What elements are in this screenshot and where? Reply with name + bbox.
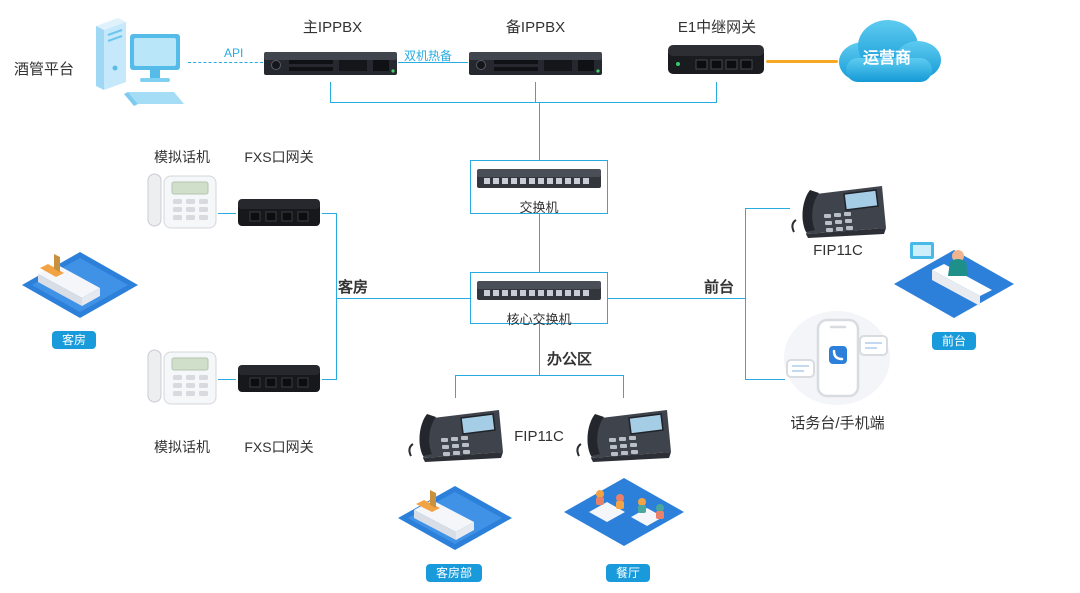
carrier-cloud-label: 运营商: [862, 50, 911, 67]
guest-room-illustration: [20, 234, 140, 339]
core-switch-label: 核心交换机: [506, 312, 572, 327]
connector-line: [745, 208, 746, 380]
core-switch-icon: [476, 277, 602, 308]
console-mobile-label: 话务台/手机端: [790, 415, 885, 432]
backup-ippbx-label: 备IPPBX: [505, 19, 566, 36]
front-desk-illustration: [892, 220, 1017, 333]
connector-line: [745, 379, 785, 380]
connector-line: [322, 213, 336, 214]
connector-line: [539, 214, 540, 272]
fxs-gateway-top-label: FXS口网关: [244, 149, 314, 165]
access-switch-label: 交换机: [519, 200, 559, 215]
connector-line: [745, 208, 790, 209]
hotel-platform-label: 酒管平台: [14, 61, 75, 78]
connector-line: [336, 213, 337, 380]
hot-standby-label: 双机热备: [404, 49, 453, 63]
e1-gateway-label: E1中继网关: [677, 19, 757, 36]
fip11c-office-phone-left-icon: [405, 396, 505, 469]
core-switch-box: 核心交换机: [470, 272, 608, 327]
backup-ippbx-server-icon: [468, 48, 603, 85]
api-link-line: [188, 62, 263, 63]
housekeeping-badge: 客房部: [426, 564, 483, 582]
guest-room-branch-label: 客房: [338, 279, 369, 296]
carrier-link-line: [766, 60, 838, 63]
analog-phone-bottom-label: 模拟话机: [154, 439, 210, 455]
analog-phone-top-label: 模拟话机: [154, 149, 210, 165]
restaurant-illustration: [562, 464, 687, 567]
connector-line: [455, 375, 456, 398]
guest-room-badge: 客房: [52, 331, 97, 349]
connector-line: [330, 102, 717, 103]
connector-line: [608, 298, 745, 299]
connector-line: [716, 82, 717, 102]
main-ippbx-label: 主IPPBX: [302, 19, 363, 36]
fxs-gateway-bottom-icon: [236, 358, 322, 403]
console-mobile-illustration: [782, 308, 892, 413]
connector-line: [322, 379, 336, 380]
access-switch-box: 交换机: [470, 160, 608, 215]
front-desk-badge: 前台: [932, 332, 977, 350]
connector-line: [330, 82, 331, 102]
carrier-cloud-icon: [828, 8, 946, 98]
access-switch-icon: [476, 165, 602, 196]
connector-line: [455, 375, 623, 376]
connector-line: [539, 324, 540, 375]
fxs-gateway-top-icon: [236, 192, 322, 237]
fip11c-office-label: FIP11C: [514, 428, 564, 445]
connector-line: [623, 375, 624, 398]
hotel-platform-computer-icon: [82, 12, 187, 117]
hot-standby-line: [398, 62, 468, 63]
main-ippbx-server-icon: [263, 48, 398, 85]
connector-line: [218, 379, 236, 380]
connector-line: [218, 213, 236, 214]
analog-phone-bottom-icon: [146, 344, 218, 413]
fip11c-front-desk-phone-icon: [788, 172, 888, 245]
office-branch-label: 办公区: [547, 351, 593, 368]
api-link-label: API: [224, 46, 244, 60]
connector-line: [336, 298, 470, 299]
front-desk-branch-label: 前台: [704, 279, 735, 296]
fip11c-office-phone-right-icon: [573, 396, 673, 469]
connector-line: [539, 102, 540, 160]
housekeeping-illustration: [396, 474, 514, 571]
fxs-gateway-bottom-label: FXS口网关: [244, 439, 314, 455]
restaurant-badge: 餐厅: [606, 564, 651, 582]
e1-gateway-icon: [666, 38, 766, 85]
connector-line: [535, 82, 536, 102]
fip11c-front-desk-label: FIP11C: [813, 242, 863, 259]
analog-phone-top-icon: [146, 168, 218, 237]
